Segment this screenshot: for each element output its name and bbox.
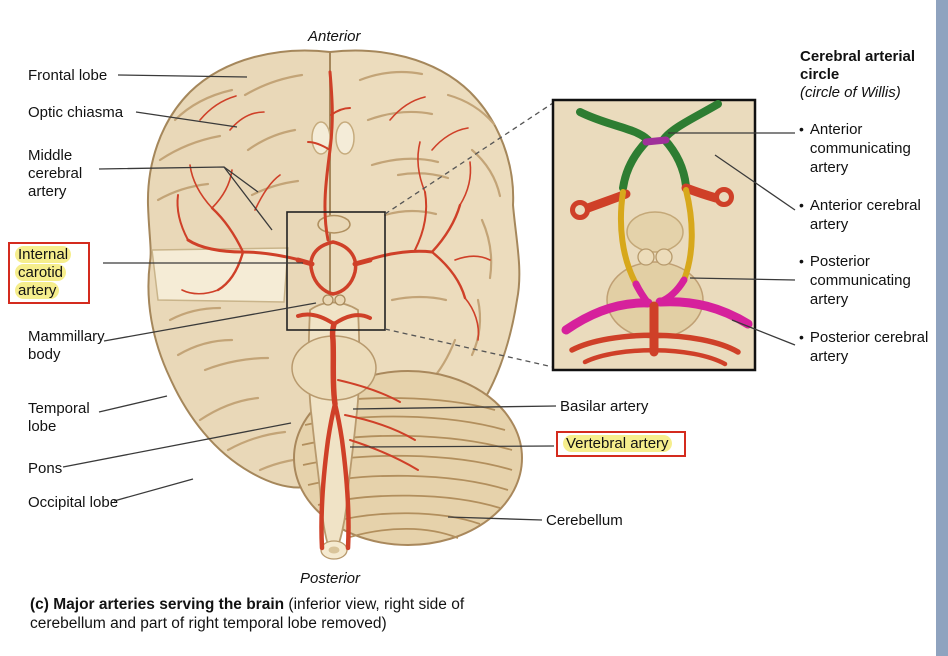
carotid-middle-cerebral-red [570, 183, 734, 220]
dashed-connectors [384, 102, 554, 368]
label-text: Vertebral artery [563, 435, 672, 452]
posterior-cerebral-artery-magenta [561, 276, 753, 335]
legend-title: Cerebral arterial circle (circle of Will… [800, 48, 938, 102]
optic-chiasm-shape [317, 214, 351, 234]
label-middle-cerebral-artery: Middle cerebral artery [28, 147, 83, 200]
focus-square [286, 211, 386, 331]
legend-item-text: Posterior cerebral artery [809, 329, 929, 365]
inset-mammillary-body [637, 248, 655, 266]
legend-item-posterior-cerebral: • Posterior cerebral artery [799, 328, 945, 366]
temporal-cut-surface [151, 247, 289, 303]
caption-bold-text: (c) Major arteries serving the brain [30, 596, 289, 613]
label-occipital-lobe: Occipital lobe [28, 494, 119, 511]
bullet-icon: • [799, 329, 804, 345]
label-frontal-lobe: Frontal lobe [28, 67, 108, 84]
posterior-communicating-artery-yellow [617, 187, 695, 287]
legend-item-anterior-cerebral: • Anterior cerebral artery [799, 196, 945, 234]
legend-item-anterior-communicating: • Anterior communicating artery [799, 120, 945, 177]
olfactory-bulbs [311, 121, 355, 155]
bullet-icon: • [799, 197, 804, 213]
label-pons: Pons [28, 460, 63, 477]
legend-item-text: Posterior communicating artery [809, 253, 911, 308]
mammillary-bodies [322, 294, 346, 306]
window-edge-strip [936, 0, 948, 656]
figure-caption: (c) Major arteries serving the brain (in… [30, 595, 508, 633]
label-optic-chiasma: Optic chiasma [28, 104, 124, 121]
label-vertebral-artery: Vertebral artery [556, 431, 686, 457]
legend-title-text: Cerebral arterial circle [800, 48, 916, 83]
label-internal-carotid-artery: Internal carotid artery [8, 242, 90, 304]
legend-subtitle-text: (circle of Willis) [800, 84, 901, 101]
label-temporal-lobe: Temporal lobe [28, 400, 90, 435]
legend-item-posterior-communicating: • Posterior communicating artery [799, 252, 945, 309]
caption-rest-text: (inferior view, right side of cerebellum… [30, 596, 465, 632]
orientation-posterior: Posterior [300, 570, 361, 587]
bullet-icon: • [799, 253, 804, 269]
inset-mammillary-body [655, 248, 673, 266]
bullet-icon: • [799, 121, 804, 137]
label-cerebellum: Cerebellum [546, 512, 623, 529]
leader-lines [62, 74, 796, 521]
anterior-communicating-artery-purple [642, 136, 670, 146]
label-mammillary-body: Mammillary body [28, 328, 105, 363]
legend-item-text: Anterior cerebral artery [809, 197, 921, 233]
inset-circle-of-willis [551, 98, 757, 372]
orientation-anterior: Anterior [308, 28, 361, 45]
label-basilar-artery: Basilar artery [560, 398, 649, 415]
legend-item-text: Anterior communicating artery [809, 121, 911, 176]
inset-basilar-red [569, 301, 741, 367]
arteries-red [176, 70, 491, 551]
right-hemisphere [329, 49, 521, 473]
label-text: Internal carotid artery [15, 246, 72, 299]
